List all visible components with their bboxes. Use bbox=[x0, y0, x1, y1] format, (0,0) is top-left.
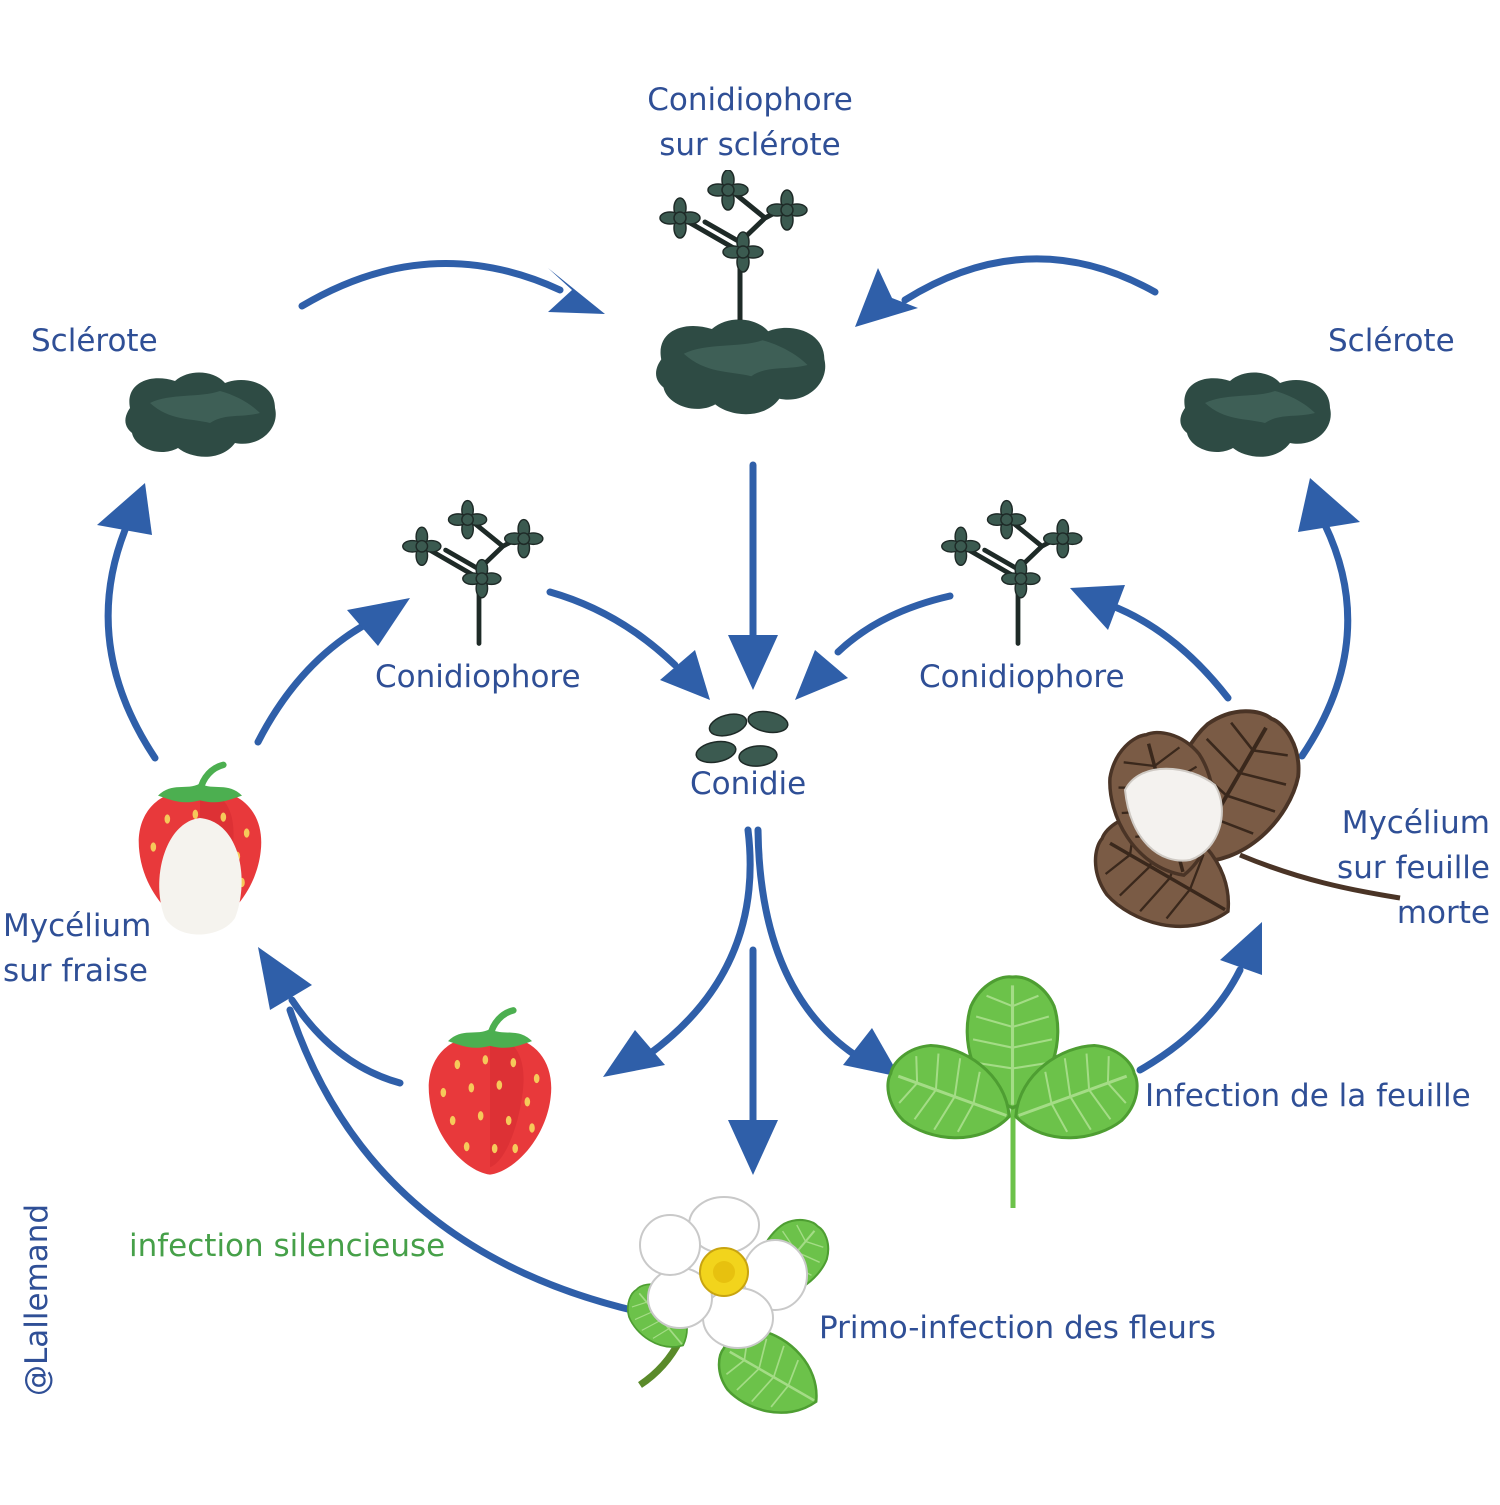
label-sclerote-right: Sclérote bbox=[1328, 323, 1455, 359]
arrow-conidiophore-left-to-conidie bbox=[546, 588, 679, 669]
label-conidiophore-right: Conidiophore bbox=[919, 659, 1125, 695]
strawberry-icon bbox=[429, 1010, 552, 1174]
label-conidiophore-top-line1: Conidiophore bbox=[647, 82, 853, 118]
label-primo-infection: Primo-infection des fleurs bbox=[819, 1310, 1216, 1346]
label-mycelium-feuille-line2: sur feuille bbox=[1337, 850, 1490, 886]
label-conidiophore-left: Conidiophore bbox=[375, 659, 581, 695]
credit-text: @Lallemand bbox=[19, 1203, 55, 1396]
label-sclerote-left: Sclérote bbox=[31, 323, 158, 359]
conidiophore-icon bbox=[403, 501, 543, 644]
label-infection-silencieuse: infection silencieuse bbox=[129, 1228, 446, 1264]
arrow-flower-to-fraise bbox=[286, 1006, 644, 1316]
conidiophore-icon bbox=[942, 501, 1082, 644]
leaf-icon bbox=[873, 975, 1152, 1208]
sclerote-icon bbox=[125, 372, 276, 457]
arrow-fraise-to-conidiophore bbox=[254, 618, 374, 746]
arrow-sclerote-right-to-top bbox=[901, 255, 1159, 304]
conidia-icon bbox=[695, 710, 789, 767]
sclerote-icon bbox=[656, 319, 826, 415]
arrow-conidiophore-right-to-conidie bbox=[834, 592, 954, 656]
label-conidiophore-top: Conidiophore sur sclérote bbox=[600, 78, 900, 168]
dead-leaf-icon bbox=[1077, 690, 1401, 955]
arrow-leaf-to-mycelium bbox=[1136, 966, 1244, 1074]
arrow-feuille-to-sclerote bbox=[1298, 521, 1352, 760]
conidiophore-icon bbox=[660, 170, 807, 320]
label-mycelium-feuille: Mycélium sur feuille morte bbox=[1290, 801, 1490, 936]
arrow-sclerote-left-to-top bbox=[298, 260, 564, 310]
label-infection-feuille: Infection de la feuille bbox=[1145, 1078, 1471, 1114]
arrow-strawberry-to-fraise bbox=[288, 996, 404, 1087]
label-mycelium-feuille-line3: morte bbox=[1396, 895, 1490, 931]
arrow-conidie-to-leaf bbox=[754, 826, 859, 1059]
label-mycelium-fraise-line1: Mycélium bbox=[3, 908, 152, 944]
arrow-fraise-to-sclerote bbox=[104, 526, 159, 762]
arrows bbox=[104, 255, 1352, 1316]
label-mycelium-fraise-line2: sur fraise bbox=[3, 953, 148, 989]
label-conidie: Conidie bbox=[690, 766, 807, 802]
arrow-feuille-to-conidiophore bbox=[1106, 601, 1232, 702]
strawberry-mycelium-icon bbox=[139, 765, 262, 935]
label-conidiophore-top-line2: sur sclérote bbox=[659, 127, 841, 163]
arrowheads bbox=[97, 268, 1360, 1175]
label-mycelium-fraise: Mycélium sur fraise bbox=[3, 904, 151, 994]
flower-icon bbox=[616, 1196, 843, 1436]
arrow-conidie-to-strawberry bbox=[644, 826, 754, 1059]
label-mycelium-feuille-line1: Mycélium bbox=[1341, 805, 1490, 841]
sclerote-icon bbox=[1180, 372, 1331, 457]
